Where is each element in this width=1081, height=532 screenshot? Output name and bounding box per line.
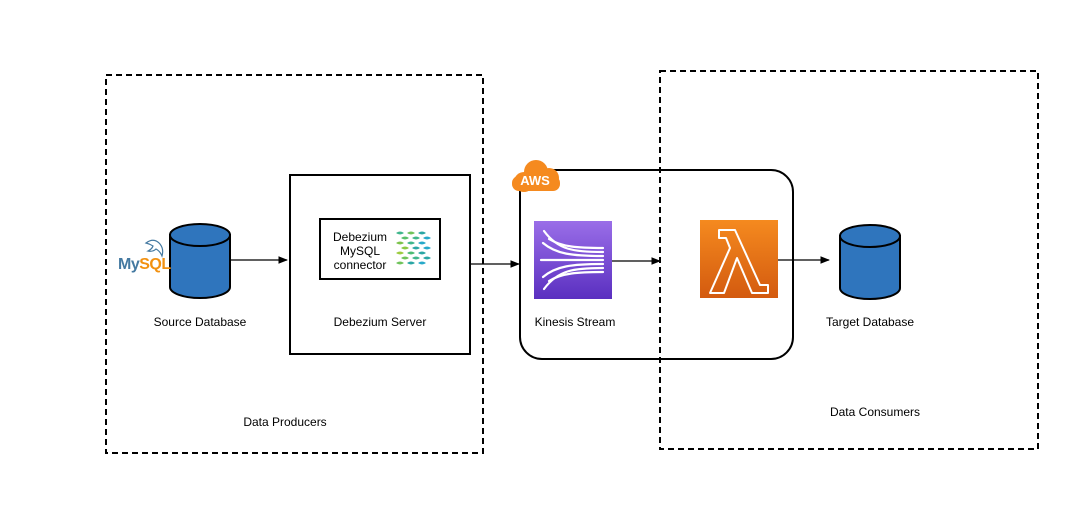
- mysql-logo: MySQL: [118, 256, 171, 273]
- data-producers-label: Data Producers: [243, 415, 327, 429]
- debezium-server-label: Debezium Server: [333, 315, 427, 329]
- source-database-label: Source Database: [153, 315, 247, 329]
- aws-badge-label: AWS: [520, 173, 550, 188]
- kinesis-stream-icon: [534, 221, 612, 299]
- debezium-connector-label: Debezium MySQL connector: [332, 230, 388, 272]
- target-database-label: Target Database: [825, 315, 915, 329]
- aws-cloud-container: [519, 169, 794, 360]
- mysql-dolphin-icon: [144, 239, 164, 258]
- aws-cloud-icon: [512, 160, 560, 192]
- data-consumers-label: Data Consumers: [829, 405, 921, 419]
- lambda-function-icon: [700, 220, 778, 298]
- debezium-connector-box: [319, 218, 441, 280]
- source-database-icon: [169, 223, 231, 299]
- target-database-icon: [839, 224, 901, 300]
- debezium-logo-icon: [396, 231, 431, 265]
- kinesis-stream-label: Kinesis Stream: [534, 315, 616, 329]
